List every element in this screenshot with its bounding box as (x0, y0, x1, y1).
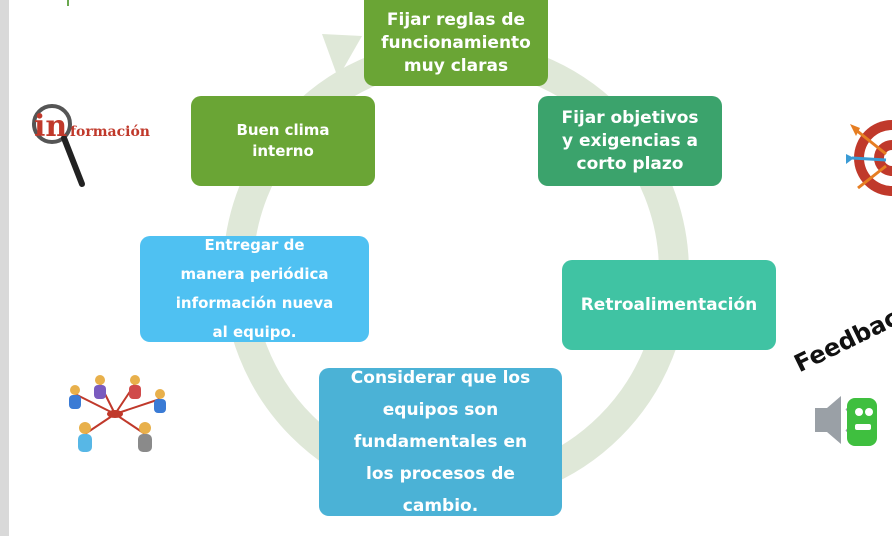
slide-left-edge (0, 0, 9, 536)
cycle-arrow-head (322, 34, 362, 78)
cycle-step-3-text: Retroalimentación (580, 294, 758, 315)
cycle-step-3: Retroalimentación (562, 260, 776, 350)
cycle-step-6: Buen clima interno (191, 96, 375, 186)
people-network-icon (69, 375, 166, 452)
cycle-step-1-text: Fijar reglas de funcionamiento muy clara… (381, 9, 531, 76)
target-darts-icon (846, 120, 892, 196)
feedback-speaker-icon (815, 396, 877, 446)
cycle-step-5-text: Entregar de manera periódica información… (175, 236, 334, 341)
cycle-step-1: Fijar reglas de funcionamiento muy clara… (364, 0, 548, 86)
cycle-step-5: Entregar de manera periódica información… (140, 236, 369, 342)
cycle-step-4-text: Considerar que los equipos son fundament… (350, 368, 531, 516)
cycle-step-6-text: Buen clima interno (236, 121, 330, 160)
top-edge-mark (67, 0, 69, 6)
cycle-step-2: Fijar objetivos y exigencias a corto pla… (538, 96, 722, 186)
information-clipart-text: formación (70, 124, 150, 140)
cycle-step-2-text: Fijar objetivos y exigencias a corto pla… (561, 107, 699, 174)
cycle-step-4: Considerar que los equipos son fundament… (319, 368, 562, 516)
svg-text:in: in (34, 109, 67, 144)
information-magnifier-icon: in (32, 104, 85, 187)
